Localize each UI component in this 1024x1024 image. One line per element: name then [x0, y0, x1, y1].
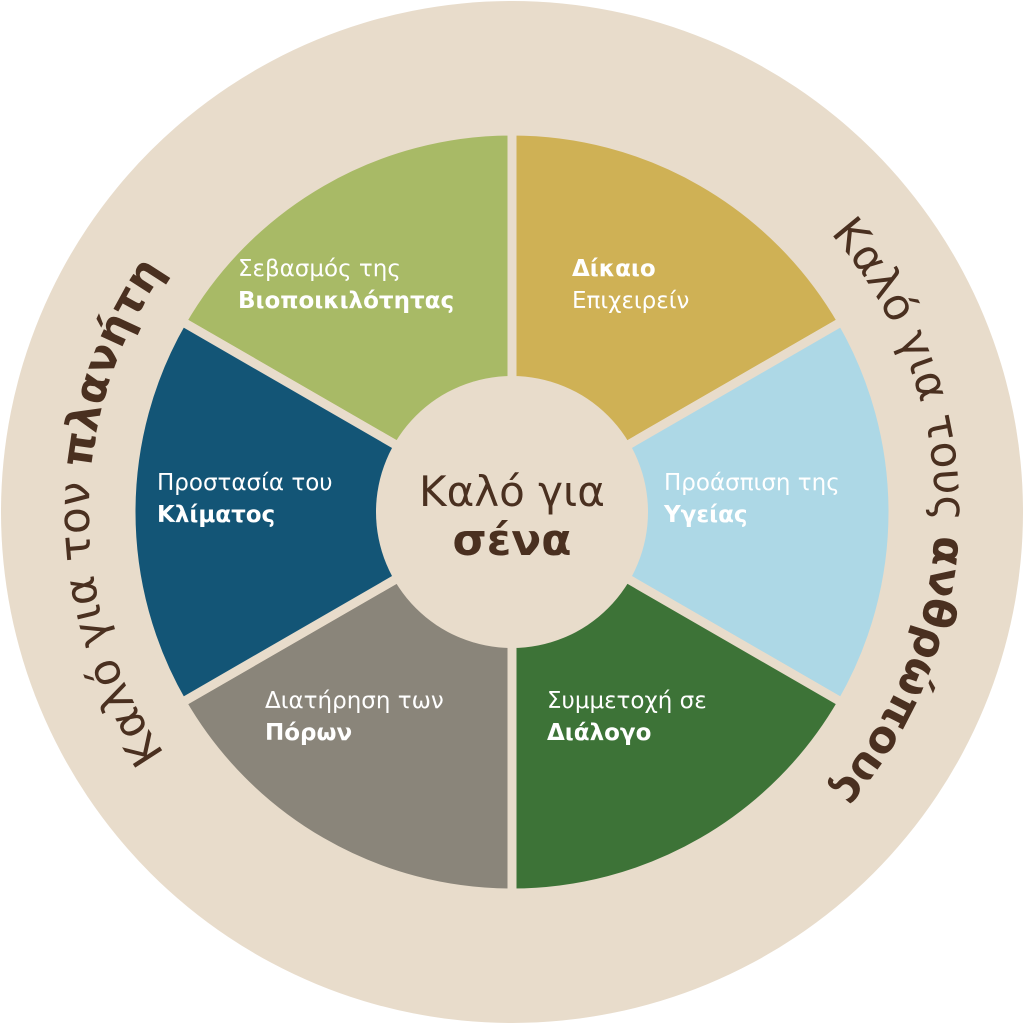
segment-health-label: Προάσπιση της Υγείας: [663, 470, 840, 528]
segment-line1: Δίκαιο: [572, 256, 656, 282]
center-circle: [376, 376, 648, 648]
segment-line1: Προστασία του: [157, 470, 333, 496]
segment-business-label: Δίκαιο Επιχειρείν: [572, 256, 689, 314]
segment-line2: Πόρων: [265, 720, 352, 746]
segment-line1: Προάσπιση της: [664, 470, 840, 496]
segment-line1: Σεβασμός της: [238, 256, 401, 282]
segment-line2: Κλίματος: [157, 502, 275, 528]
segment-climate: [126, 317, 517, 707]
segment-line1: Διατήρηση των: [265, 688, 444, 714]
segment-dialogue-label: Συμμετοχή σε Διάλογο: [547, 688, 707, 746]
segment-resources-label: Διατήρηση των Πόρων: [265, 688, 444, 746]
center-label-line1: Καλό για: [419, 467, 605, 516]
center-label-line2: σένα: [453, 515, 572, 566]
segment-line2: Διάλογο: [547, 720, 651, 746]
segment-line2: Επιχειρείν: [572, 288, 689, 314]
segment-line1: Συμμετοχή σε: [547, 688, 707, 714]
segment-biodiversity-label: Σεβασμός της Βιοποικιλότητας: [238, 256, 454, 314]
segment-health: [507, 317, 898, 707]
segment-line2: Βιοποικιλότητας: [238, 288, 454, 314]
segment-line2: Υγείας: [663, 502, 748, 528]
segment-climate-label: Προστασία του Κλίματος: [157, 470, 333, 528]
